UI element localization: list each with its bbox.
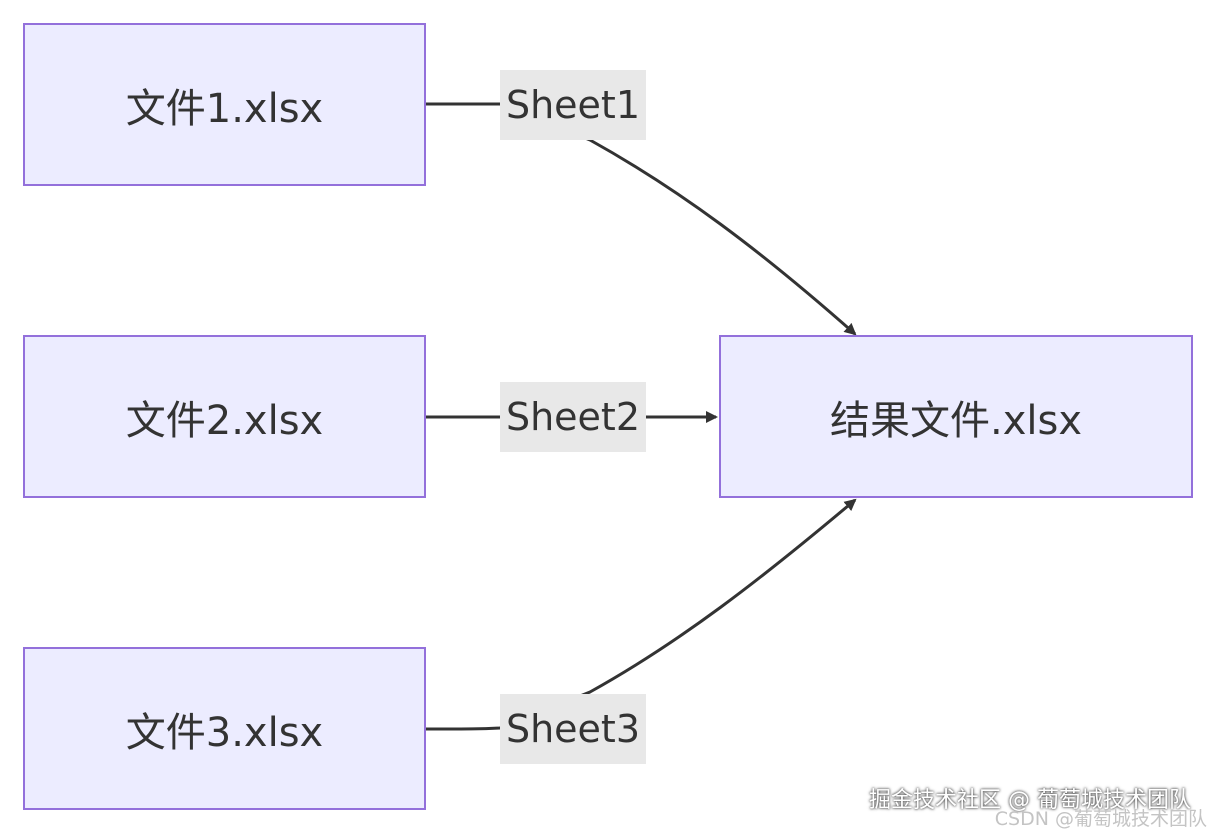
- edge-label-sheet2-text: Sheet2: [505, 395, 641, 439]
- source-node-1-label: 文件1.xlsx: [125, 85, 324, 132]
- target-node: 结果文件.xlsx: [719, 335, 1193, 498]
- source-node-2: 文件2.xlsx: [23, 335, 426, 498]
- source-node-3: 文件3.xlsx: [23, 647, 426, 810]
- source-node-3-label: 文件3.xlsx: [125, 709, 324, 756]
- csdn-watermark: CSDN @葡萄城技术团队: [994, 808, 1207, 830]
- target-node-label: 结果文件.xlsx: [829, 397, 1082, 444]
- edge-sheet1: [425, 102, 857, 336]
- edge-label-sheet3-text: Sheet3: [505, 707, 641, 751]
- juejin-watermark: 掘金技术社区 @ 葡萄城技术团队: [869, 788, 1191, 813]
- edge-label-sheet1-text: Sheet1: [505, 83, 641, 127]
- source-node-1: 文件1.xlsx: [23, 23, 426, 186]
- source-node-2-label: 文件2.xlsx: [125, 397, 324, 444]
- edge-label-sheet3: Sheet3: [500, 694, 646, 764]
- edge-sheet3: [425, 498, 857, 731]
- edge-label-sheet1: Sheet1: [500, 70, 646, 140]
- edge-label-sheet2: Sheet2: [500, 382, 646, 452]
